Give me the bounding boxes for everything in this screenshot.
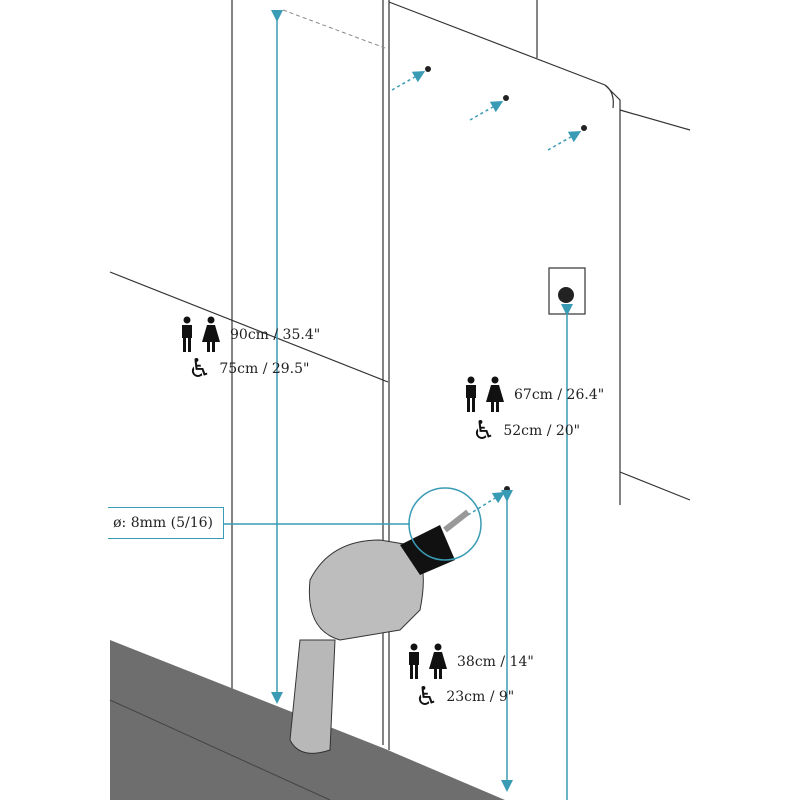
dispenser [289, 509, 470, 754]
standard-height-value: 38cm / 14" [457, 654, 534, 670]
wheelchair-icon: ♿ [188, 354, 212, 384]
accessible-height-bottom: ♿ 23cm / 9" [415, 684, 514, 710]
wheelchair-icon: ♿ [415, 682, 439, 712]
standard-height-value: 90cm / 35.4" [230, 327, 321, 343]
hole-diameter-callout: ø: 8mm (5/16) [108, 507, 224, 539]
wall-holes [425, 66, 587, 492]
accessible-height-value: 23cm / 9" [446, 689, 515, 705]
hole-diameter-label: ø: 8mm (5/16) [113, 515, 213, 531]
standard-height-right: 67cm / 26.4" [462, 376, 604, 414]
man-woman-icon [182, 316, 220, 352]
man-woman-icon [409, 643, 447, 679]
standard-height-left: 90cm / 35.4" [178, 316, 320, 354]
accessible-height-value: 75cm / 29.5" [219, 361, 310, 377]
wheelchair-icon: ♿ [472, 416, 496, 446]
man-woman-icon [466, 376, 504, 412]
accessible-height-right: ♿ 52cm / 20" [472, 418, 580, 444]
standard-height-value: 67cm / 26.4" [514, 387, 605, 403]
accessible-height-value: 52cm / 20" [503, 423, 581, 439]
standard-height-bottom: 38cm / 14" [405, 643, 534, 681]
accessible-height-left: ♿ 75cm / 29.5" [188, 356, 309, 382]
